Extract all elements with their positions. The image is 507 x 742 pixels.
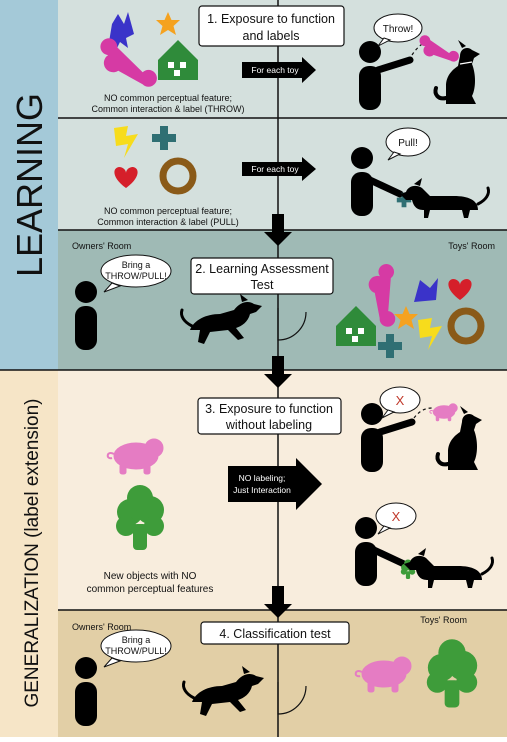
room-label-toys-1: Toys' Room [448,241,495,251]
room-toy-orange-star [394,306,418,329]
bring-2-line2: THROW/PULL! [105,646,167,656]
room-toy-yellow-bolt [418,318,442,350]
room-toy-blue-shape [414,278,438,302]
speech-x-1-text: X [396,393,405,408]
caption-throw-line2: Common interaction & label (THROW) [91,104,244,114]
side-bar-learning [0,0,58,370]
toy-blue-shape [108,12,134,50]
step-3-line2: without labeling [225,418,312,432]
room-toy-brown-ring [447,307,485,345]
room-toy-red-heart [448,279,472,300]
door-arc-2 [277,682,307,715]
owner-person-1 [75,281,97,350]
step-1-line2: and labels [243,29,300,43]
caption-pull-line2: Common interaction & label (PULL) [97,217,239,227]
room-toy-teal-cross [378,334,402,358]
toy-green-house [158,40,198,80]
speech-bubble-pull: Pull! [385,127,431,161]
toy-brown-ring [159,157,197,195]
throw-motion-dashes-2 [413,407,433,419]
pulled-cross-toy [396,192,412,208]
room-label-owners-1: Owners' Room [72,241,131,251]
no-labeling-line2: Just Interaction [233,485,291,495]
room-label-toys-2: Toys' Room [420,615,467,625]
owner-person-2 [75,657,97,726]
speech-bubble-throw: Throw! [373,13,423,47]
step-3-box: 3. Exposure to function without labeling [197,397,342,435]
bring-2-line1: Bring a [122,635,151,645]
person-pulling [351,147,404,216]
toy-orange-star [156,12,180,35]
caption-new-line2: common perceptual features [87,584,214,595]
caption-throw-line1: NO common perceptual feature; [104,93,232,103]
speech-x-2-text: X [392,509,401,524]
speech-pull-text: Pull! [398,138,417,149]
bring-1-line2: THROW/PULL! [105,271,167,281]
toy-red-heart [114,167,138,188]
throw-motion-dashes [411,39,431,56]
speech-throw-text: Throw! [383,24,414,35]
step-4-line1: 4. Classification test [219,627,331,641]
step-4-box: 4. Classification test [200,621,350,645]
speech-bubble-x-1: X [379,386,421,419]
step-1-line1: 1. Exposure to function [207,12,335,26]
side-label-learning: LEARNING [9,93,50,277]
step-1-box: 1. Exposure to function and labels [198,5,345,47]
side-bar-generalization [0,370,58,737]
room-label-owners-2: Owners' Room [72,622,131,632]
toy-yellow-bolt [114,126,138,158]
person-pulling-unlabeled [355,517,408,586]
speech-bubble-bring-2: Bring a THROW/PULL! [100,629,172,668]
arrow-for-each-toy-2: For each toy [242,157,316,181]
arrow-for-each-toy-1: For each toy [242,57,316,83]
door-arc-1 [277,308,307,341]
arrow-1-label: For each toy [251,65,299,75]
arrow-2-label: For each toy [251,164,299,174]
speech-bubble-bring-1: Bring a THROW/PULL! [100,254,172,293]
side-label-generalization: GENERALIZATION (label extension) [22,398,43,707]
step-2-line1: 2. Learning Assessment [195,262,329,276]
step-2-box: 2. Learning Assessment Test [190,257,334,295]
step-3-line1: 3. Exposure to function [205,402,333,416]
caption-new-line1: New objects with NO [104,571,197,582]
down-arrow-3 [264,586,292,618]
room-toy-green-house [336,306,376,346]
caption-pull-line1: NO common perceptual feature; [104,206,232,216]
down-arrow-2 [264,356,292,388]
toy-teal-cross [152,126,176,150]
dog-sitting-1 [433,38,482,106]
down-arrow-1 [264,214,292,246]
person-throwing [359,41,414,110]
person-throwing-unlabeled [361,403,416,472]
step-2-line2: Test [251,278,274,292]
bring-1-line1: Bring a [122,260,151,270]
arrow-no-labeling: NO labeling; Just Interaction [228,458,322,510]
no-labeling-line1: NO labeling; [239,473,286,483]
speech-bubble-x-2: X [375,502,417,535]
